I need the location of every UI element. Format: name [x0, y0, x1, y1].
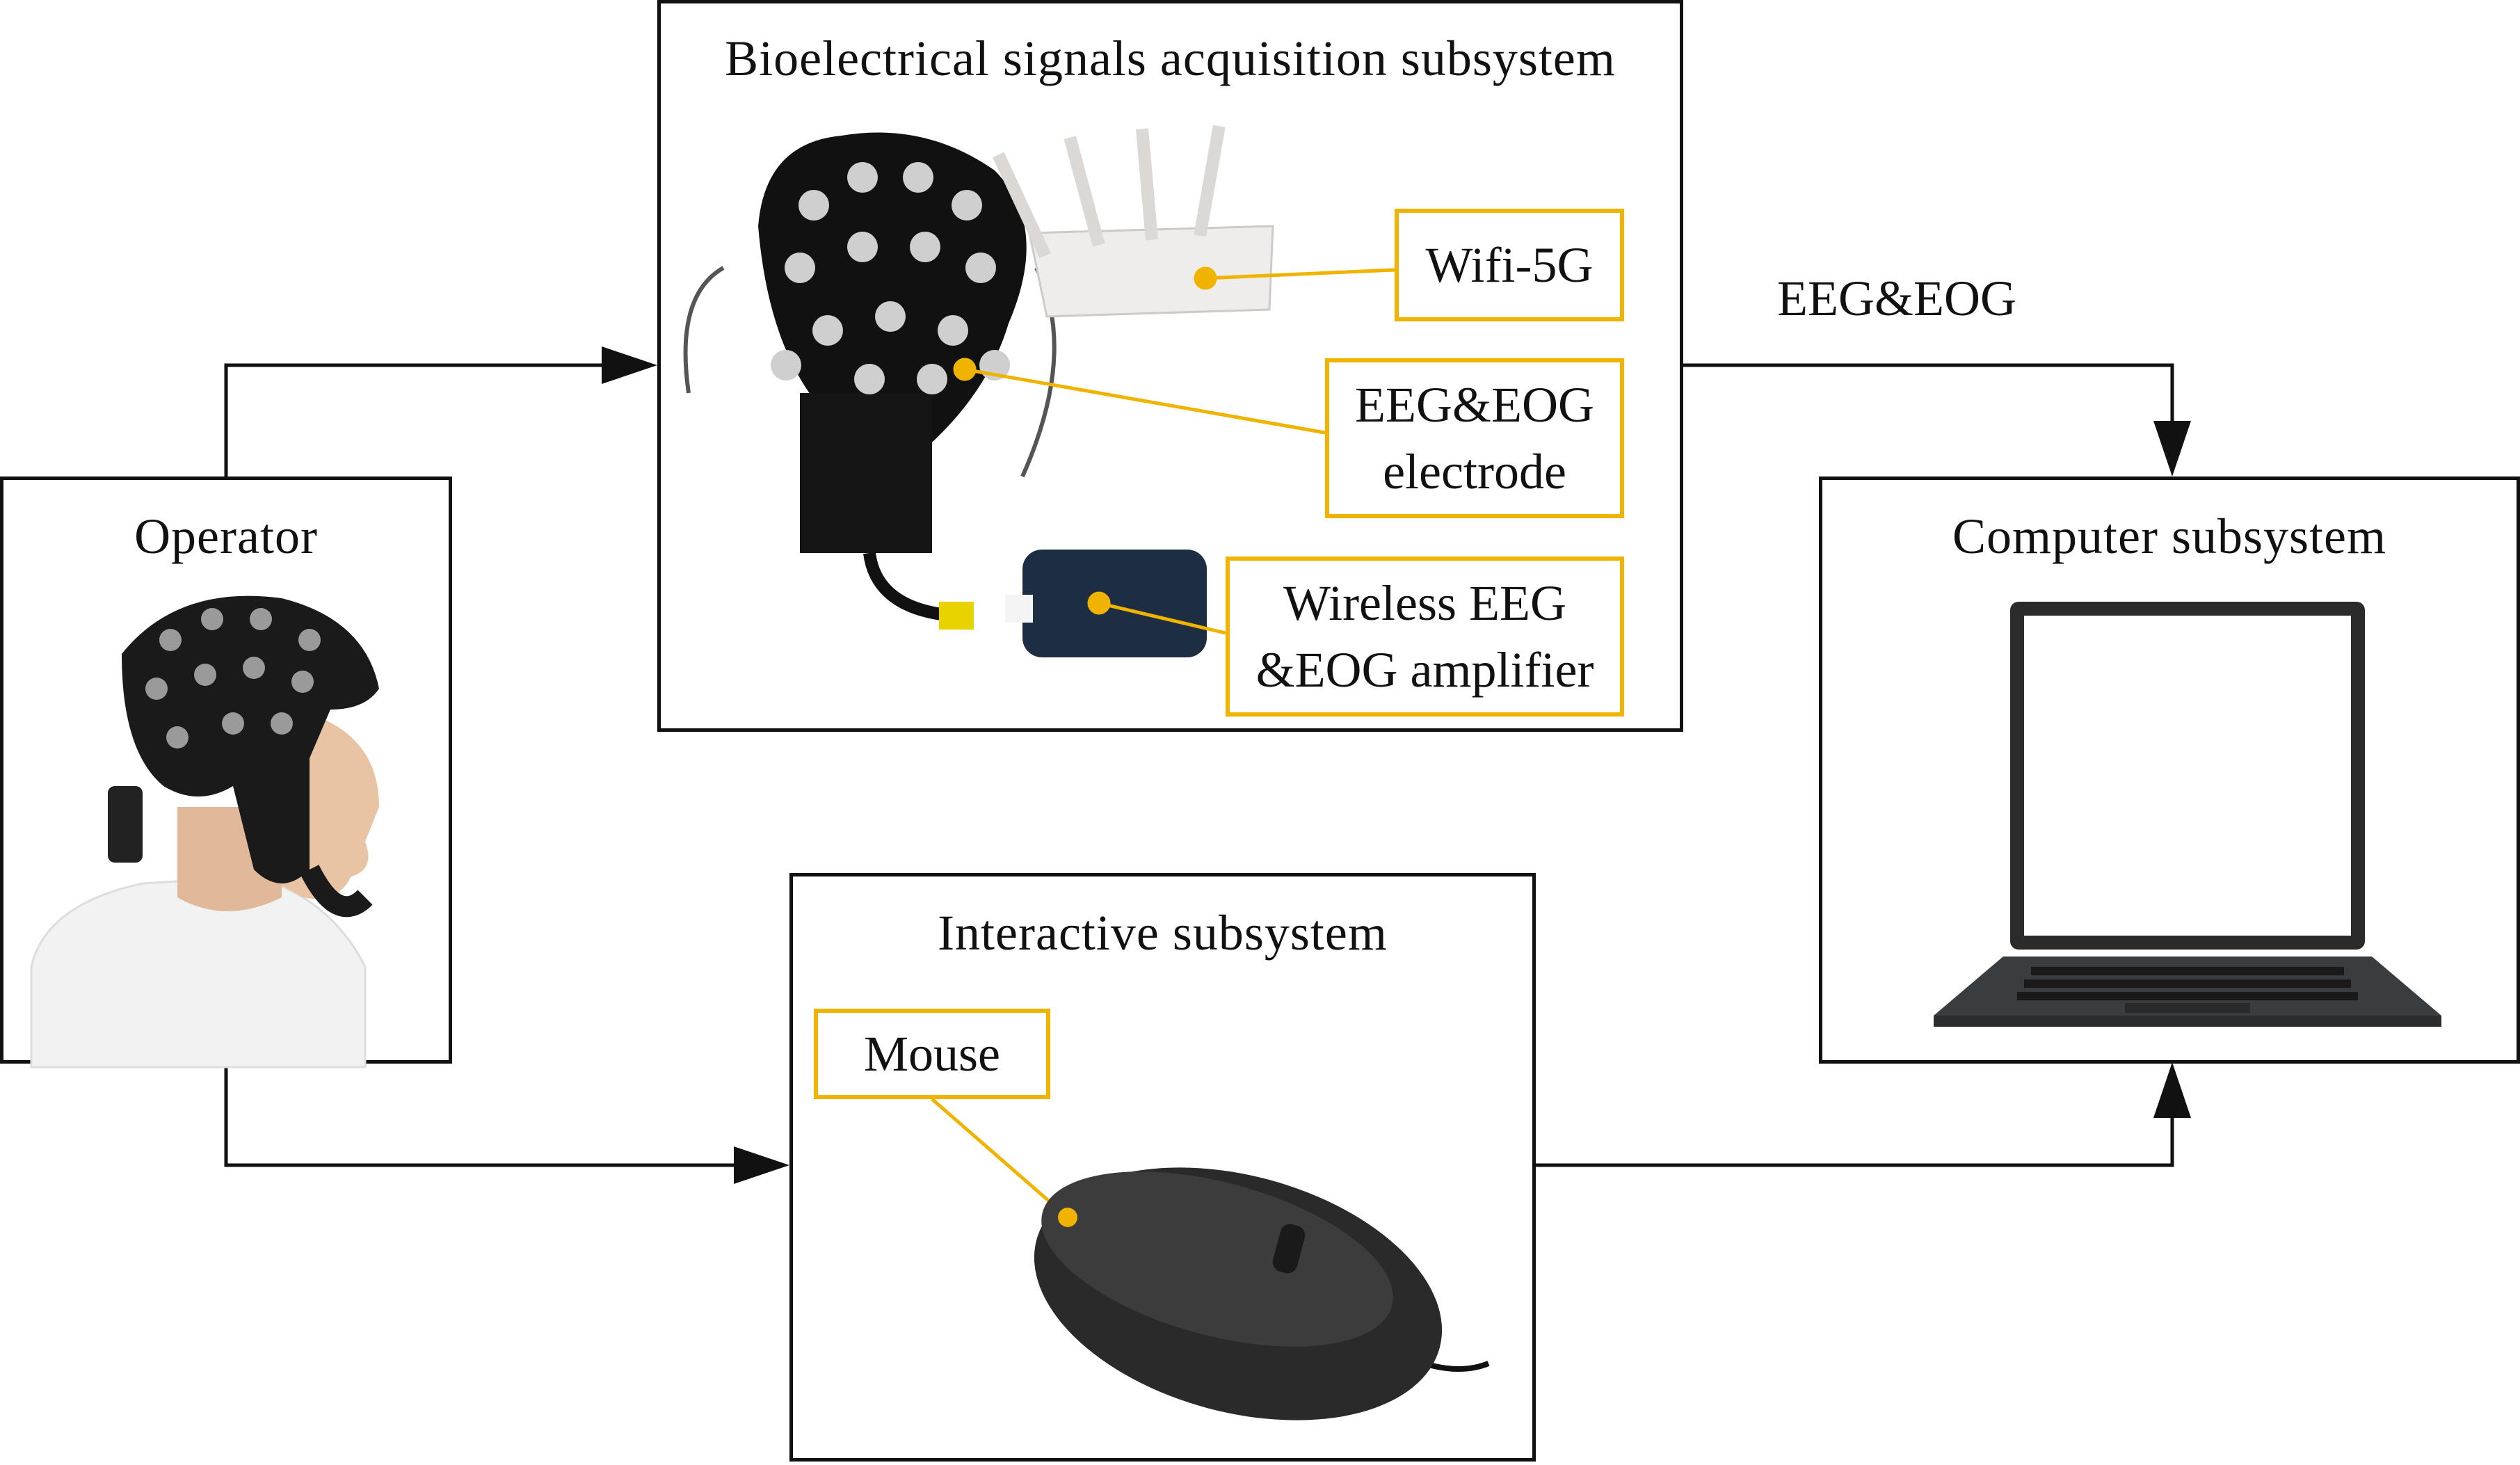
interactive-box: Interactive subsystem Mouse [789, 873, 1536, 1462]
router-icon [993, 125, 1274, 318]
callout-mouse: Mouse [814, 1009, 1050, 1099]
arrow-operator-to-acquisition [224, 346, 657, 477]
operator-title: Operator [134, 509, 318, 564]
flow-label-eeg-eog: EEG&EOG [1777, 271, 2016, 326]
computer-title: Computer subsystem [1952, 509, 2386, 564]
operator-box: Operator [0, 477, 452, 1068]
mouse-icon [1034, 1167, 1490, 1420]
amplifier-icon [1005, 550, 1207, 657]
callout-wifi: Wifi-5G [1395, 209, 1624, 321]
laptop-icon [1934, 602, 2441, 1027]
arrow-interactive-to-computer [1536, 1062, 2191, 1167]
interactive-title: Interactive subsystem [938, 905, 1388, 961]
mouse-illustration [931, 1098, 1490, 1420]
arrow-operator-to-interactive [224, 1062, 789, 1184]
acquisition-box: Bioelectrical signals acquisition subsys… [657, 0, 1683, 732]
computer-box: Computer subsystem [1819, 477, 2520, 1064]
eeg-cap-icon [683, 132, 1057, 630]
acquisition-illustrations [683, 125, 1395, 657]
callout-electrode: EEG&EOG electrode [1325, 358, 1624, 518]
callout-amplifier: Wireless EEG &EOG amplifier [1226, 557, 1624, 717]
eeg-cap-head-icon [30, 595, 379, 1068]
acquisition-title: Bioelectrical signals acquisition subsys… [725, 31, 1616, 86]
arrow-acquisition-to-computer [1683, 363, 2191, 477]
